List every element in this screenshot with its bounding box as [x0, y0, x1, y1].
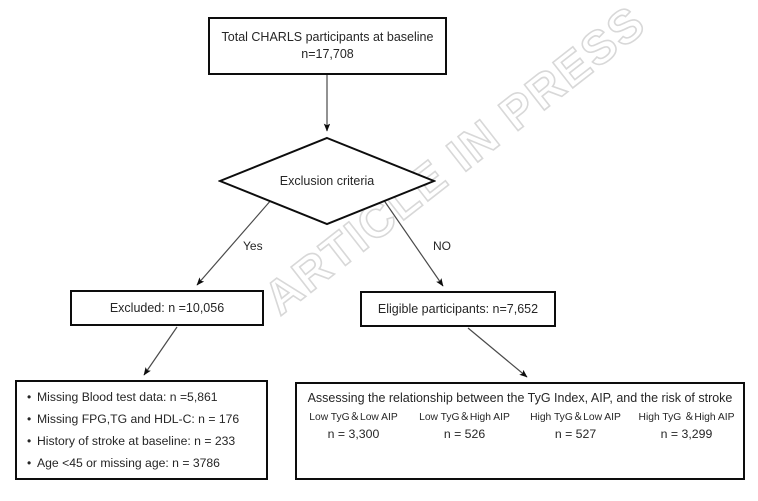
subgroup-count: n = 3,299: [660, 427, 713, 441]
subgroup-high-tyg-low-aip: High TyG＆Low AIP n = 527: [520, 410, 631, 444]
bullet-icon: •: [27, 412, 32, 426]
node-analysis-headline: Assessing the relationship between the T…: [307, 391, 733, 405]
list-item-text: Age <45 or missing age: n = 3786: [37, 456, 220, 470]
subgroup-label: Low TyG＆High AIP: [419, 412, 510, 423]
subgroup-low-tyg-low-aip: Low TyG＆Low AIP n = 3,300: [298, 410, 409, 444]
subgroup-label: High TyG ＆High AIP: [638, 412, 735, 423]
node-analysis-outcome[interactable]: Assessing the relationship between the T…: [295, 382, 745, 480]
list-item: • Missing Blood test data: n =5,861: [27, 386, 266, 408]
node-total-line2: n=17,708: [301, 47, 354, 61]
node-exclusion-criteria-label: Exclusion criteria: [279, 174, 375, 188]
edge-label-yes: Yes: [243, 239, 263, 253]
edge-excluded-to-reasons: [143, 326, 178, 376]
subgroup-count: n = 526: [443, 427, 486, 441]
subgroup-label: Low TyG＆Low AIP: [309, 412, 398, 423]
subgroup-row: Low TyG＆Low AIP n = 3,300 Low TyG＆High A…: [298, 410, 742, 444]
edge-label-no: NO: [433, 239, 451, 253]
node-exclusion-criteria[interactable]: Exclusion criteria: [218, 136, 436, 226]
list-item-text: Missing FPG,TG and HDL-C: n = 176: [37, 412, 240, 426]
edge-eligible-to-outcome: [467, 327, 528, 378]
list-item: • Age <45 or missing age: n = 3786: [27, 452, 266, 474]
bullet-icon: •: [27, 456, 32, 470]
bullet-icon: •: [27, 434, 32, 448]
node-eligible-label: Eligible participants: n=7,652: [377, 301, 539, 316]
subgroup-high-tyg-high-aip: High TyG ＆High AIP n = 3,299: [631, 410, 742, 444]
node-excluded[interactable]: Excluded: n =10,056: [70, 290, 264, 326]
node-total-participants[interactable]: Total CHARLS participants at baseline n=…: [208, 17, 447, 75]
subgroup-label: High TyG＆Low AIP: [530, 412, 621, 423]
node-exclusion-reasons[interactable]: • Missing Blood test data: n =5,861 • Mi…: [15, 380, 268, 480]
node-eligible-participants[interactable]: Eligible participants: n=7,652: [360, 291, 556, 327]
list-item-text: History of stroke at baseline: n = 233: [37, 434, 236, 448]
subgroup-count: n = 3,300: [327, 427, 380, 441]
subgroup-count: n = 527: [554, 427, 597, 441]
subgroup-low-tyg-high-aip: Low TyG＆High AIP n = 526: [409, 410, 520, 444]
node-total-line1: Total CHARLS participants at baseline: [221, 30, 434, 44]
bullet-icon: •: [27, 390, 32, 404]
list-item-text: Missing Blood test data: n =5,861: [37, 390, 218, 404]
diamond-shape: [218, 136, 436, 226]
node-excluded-label: Excluded: n =10,056: [109, 300, 225, 315]
list-item: • Missing FPG,TG and HDL-C: n = 176: [27, 408, 266, 430]
list-item: • History of stroke at baseline: n = 233: [27, 430, 266, 452]
